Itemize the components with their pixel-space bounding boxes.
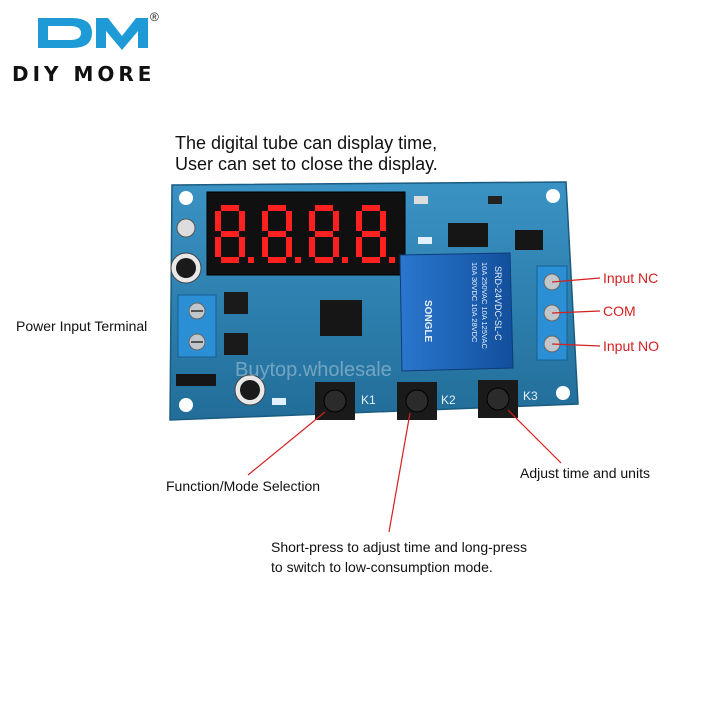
button-k2-label: K2: [441, 393, 456, 407]
display-note-line1: The digital tube can display time,: [175, 133, 438, 153]
segment: [380, 211, 386, 231]
relay-model-text: SRD-24VDC-SL-C: [493, 266, 503, 341]
segment: [215, 237, 221, 257]
relay-rating-text-2: 10A 30VDC 10A 28VDC: [470, 262, 479, 343]
segment: [239, 211, 245, 231]
label-k2-line2: to switch to low-consumption mode.: [271, 559, 493, 575]
capacitor-top: [176, 258, 196, 278]
segment: [315, 205, 333, 211]
segment: [309, 211, 315, 231]
segment: [333, 211, 339, 231]
segment: [262, 211, 268, 231]
label-k2-line1: Short-press to adjust time and long-pres…: [271, 539, 528, 555]
label-k3-function: Adjust time and units: [520, 465, 650, 481]
capacitor-top: [240, 380, 260, 400]
display-note: The digital tube can display time, User …: [175, 133, 438, 175]
button-k1: [315, 382, 355, 420]
transistor: [515, 230, 543, 250]
segment: [309, 237, 315, 257]
brand-name: DIY MORE: [12, 62, 156, 86]
decimal-point: [248, 257, 254, 263]
registered-mark: ®: [150, 10, 159, 24]
label-k2-function: Short-press to adjust time and long-pres…: [271, 537, 527, 577]
capacitor: [176, 218, 196, 238]
mounting-hole: [179, 398, 193, 412]
smd-regulator: [224, 292, 248, 314]
decimal-point: [389, 257, 395, 263]
segment: [221, 231, 239, 237]
segment: [333, 237, 339, 257]
button-k3: [478, 380, 518, 418]
segment: [268, 257, 286, 263]
mounting-hole: [556, 386, 570, 400]
segment: [221, 257, 239, 263]
segment: [262, 237, 268, 257]
segment: [380, 237, 386, 257]
segment: [315, 257, 333, 263]
segment: [268, 205, 286, 211]
callout-line-nc: [551, 277, 601, 283]
segment: [286, 237, 292, 257]
segment: [315, 231, 333, 237]
mounting-hole: [546, 189, 560, 203]
decimal-point: [342, 257, 348, 263]
digit-segments: [215, 205, 395, 263]
digit-display-value: 8.8.8.8.: [301, 267, 311, 269]
label-power-input: Power Input Terminal: [16, 318, 148, 334]
relay-brand: SONGLE: [422, 300, 433, 343]
label-com: COM: [603, 303, 636, 319]
callout-line-k2: [388, 412, 411, 533]
optocoupler: [448, 223, 488, 247]
ic-chip: [320, 300, 362, 336]
segment: [362, 257, 380, 263]
button-k1-label: K1: [361, 393, 376, 407]
segment: [362, 231, 380, 237]
callout-line-com: [551, 310, 601, 314]
mounting-hole: [179, 191, 193, 205]
decimal-point: [295, 257, 301, 263]
callout-line-no: [551, 343, 601, 347]
segment: [221, 205, 239, 211]
led: [418, 237, 432, 244]
segment: [215, 211, 221, 231]
label-input-no: Input NO: [603, 338, 660, 354]
callout-line-k3: [507, 409, 562, 464]
segment: [356, 211, 362, 231]
segment: [356, 237, 362, 257]
button-k3-label: K3: [523, 389, 538, 403]
segment: [286, 211, 292, 231]
smd-component: [488, 196, 502, 204]
relay-rating-text: 10A 250VAC 10A 125VAC: [480, 262, 489, 349]
button-k2: [397, 382, 437, 420]
watermark: Buytop.wholesale: [235, 359, 392, 381]
callout-line-k1: [247, 411, 326, 476]
smd-component: [414, 196, 428, 204]
label-k1-function: Function/Mode Selection: [166, 478, 321, 494]
label-input-nc: Input NC: [603, 270, 659, 286]
relay: [399, 252, 514, 372]
segment: [268, 231, 286, 237]
smd-regulator: [224, 333, 248, 355]
smd-component: [176, 374, 216, 386]
display-note-line2: User can set to close the display.: [175, 154, 438, 174]
segment: [362, 205, 380, 211]
segment: [239, 237, 245, 257]
led: [272, 398, 286, 405]
